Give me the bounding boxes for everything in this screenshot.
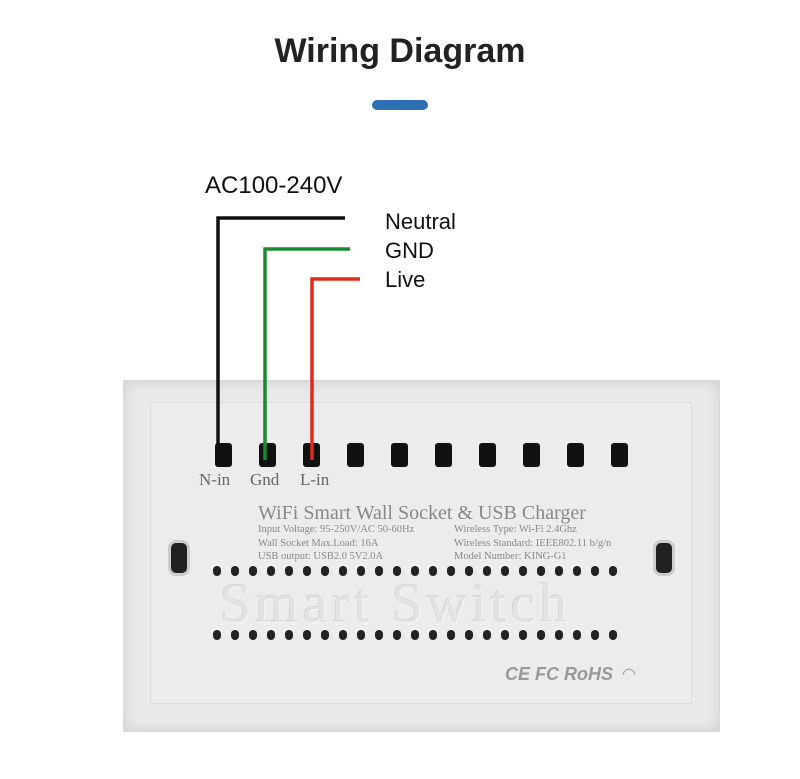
vent-hole [573,566,581,576]
vent-hole [429,566,437,576]
terminal [567,443,584,467]
spec-input-voltage: Input Voltage: 95-250V/AC 50-60Hz [258,524,415,535]
vent-hole [393,566,401,576]
vent-hole [447,566,455,576]
vent-hole [501,630,509,640]
vent-hole [537,630,545,640]
specs-right: Wireless Type: Wi-Fi 2.4Ghz Wireless Sta… [454,523,611,564]
vent-hole [555,566,563,576]
switch-body [150,402,692,704]
vent-hole [483,630,491,640]
vent-hole [591,630,599,640]
vent-hole [267,566,275,576]
mount-hole-left [168,540,190,576]
vent-hole [285,630,293,640]
vent-hole [609,630,617,640]
vent-hole [609,566,617,576]
vent-hole [411,630,419,640]
vent-hole [321,630,329,640]
terminal [523,443,540,467]
certification-marks: CE FC RoHS [505,664,613,684]
vent-hole [357,630,365,640]
terminal-label-gnd: Gnd [250,470,280,489]
title-underline [372,100,428,110]
vent-hole [357,566,365,576]
wifi-icon: ◠ [622,666,636,683]
terminal [479,443,496,467]
gnd-label: GND [385,238,434,263]
gnd-wire [263,247,350,460]
vent-hole [267,630,275,640]
vent-hole [573,630,581,640]
terminal [347,443,364,467]
terminal-label-n: N-in [199,470,231,489]
terminal [435,443,452,467]
embossed-text: Smart Switch [220,573,572,635]
specs-left: Input Voltage: 95-250V/AC 50-60Hz Wall S… [258,523,414,564]
spec-model-number: Model Number: KING-G1 [454,551,567,562]
vent-hole [339,566,347,576]
vent-hole [411,566,419,576]
vent-hole [249,566,257,576]
vent-hole [519,566,527,576]
vent-hole [465,566,473,576]
vent-hole [555,630,563,640]
vent-hole [483,566,491,576]
page-title: Wiring Diagram [274,32,526,70]
spec-usb-output: USB output: USB2.0 5V2.0A [258,551,384,562]
spec-wireless-type: Wireless Type: Wi-Fi 2.4Ghz [454,524,577,535]
supply-label: AC100-240V [205,172,343,199]
vent-hole [591,566,599,576]
spec-max-load: Wall Socket Max.Load: 16A [258,537,379,549]
product-name: WiFi Smart Wall Socket & USB Charger [258,502,586,524]
neutral-label: Neutral [385,209,456,234]
vent-hole [213,566,221,576]
live-label: Live [385,267,426,292]
terminal-label-l: L-in [300,470,330,489]
vent-hole [213,630,221,640]
neutral-wire [216,216,345,452]
vent-hole [231,630,239,640]
vent-hole [537,566,545,576]
vent-hole [375,630,383,640]
vent-hole [465,630,473,640]
spec-wireless-standard: Wireless Standard: IEEE802.11 b/g/n [454,537,612,549]
vent-hole [393,630,401,640]
vent-hole [429,630,437,640]
mount-hole-right [653,540,675,576]
live-wire [310,277,360,460]
vent-hole [249,630,257,640]
vent-hole [303,630,311,640]
vent-hole [321,566,329,576]
terminal [611,443,628,467]
vent-hole [501,566,509,576]
terminal [391,443,408,467]
vent-hole [519,630,527,640]
vent-hole [447,630,455,640]
vent-hole [339,630,347,640]
vent-hole [303,566,311,576]
vent-hole [375,566,383,576]
vent-hole [231,566,239,576]
vent-hole [285,566,293,576]
